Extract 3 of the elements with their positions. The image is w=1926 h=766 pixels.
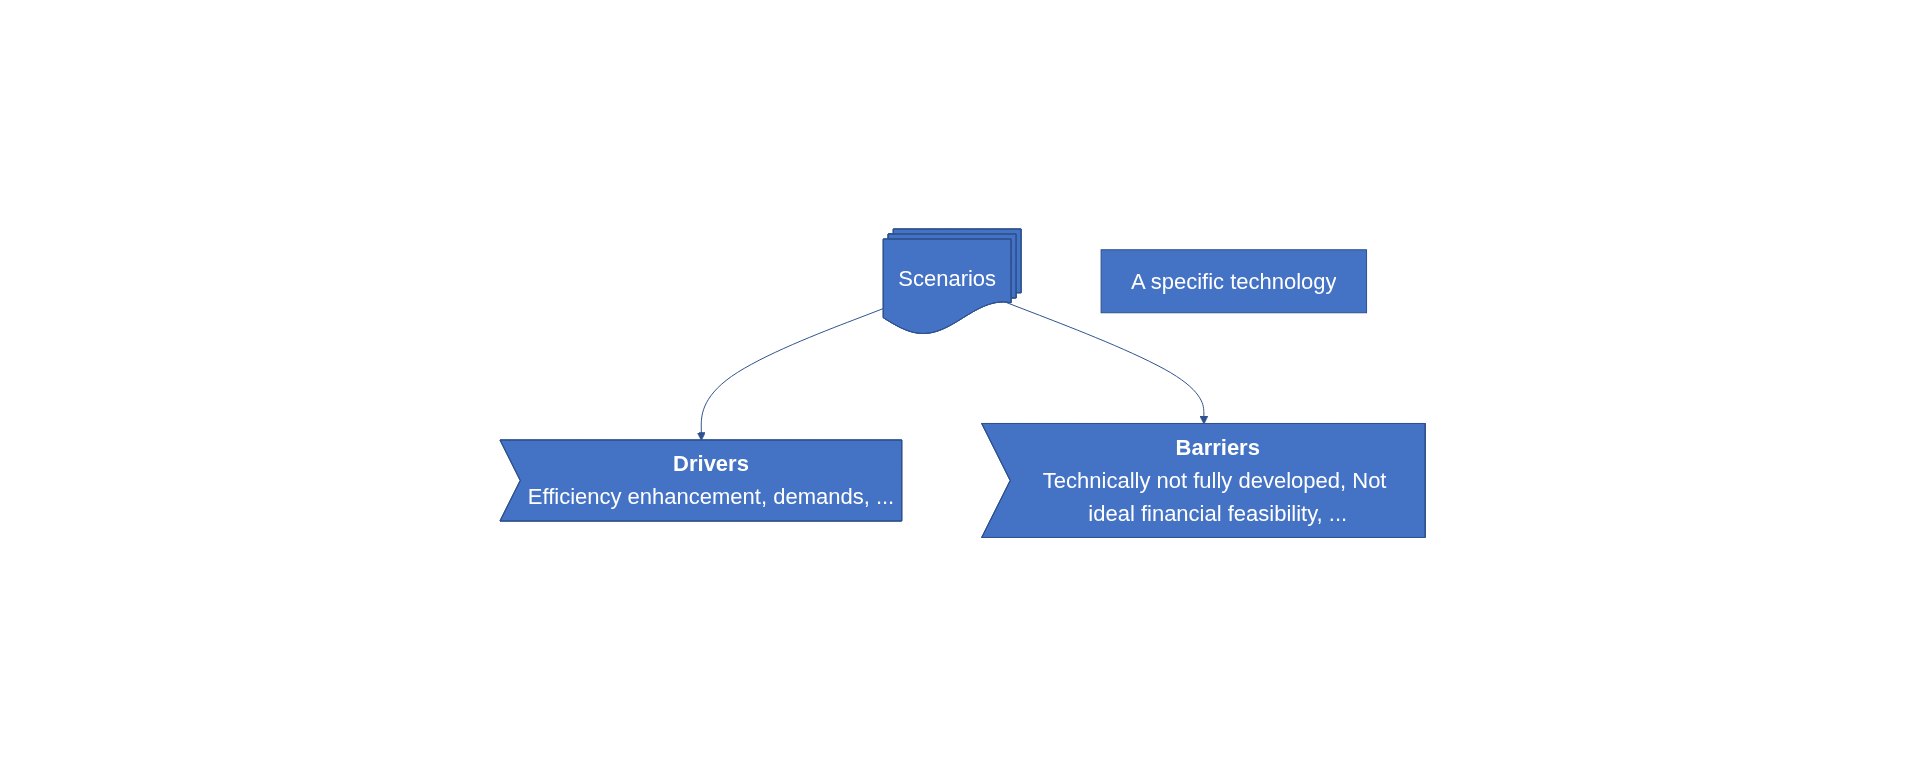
arrow — [1006, 301, 1209, 425]
arrow — [697, 307, 885, 441]
node-box: A specific technology — [1100, 249, 1368, 313]
